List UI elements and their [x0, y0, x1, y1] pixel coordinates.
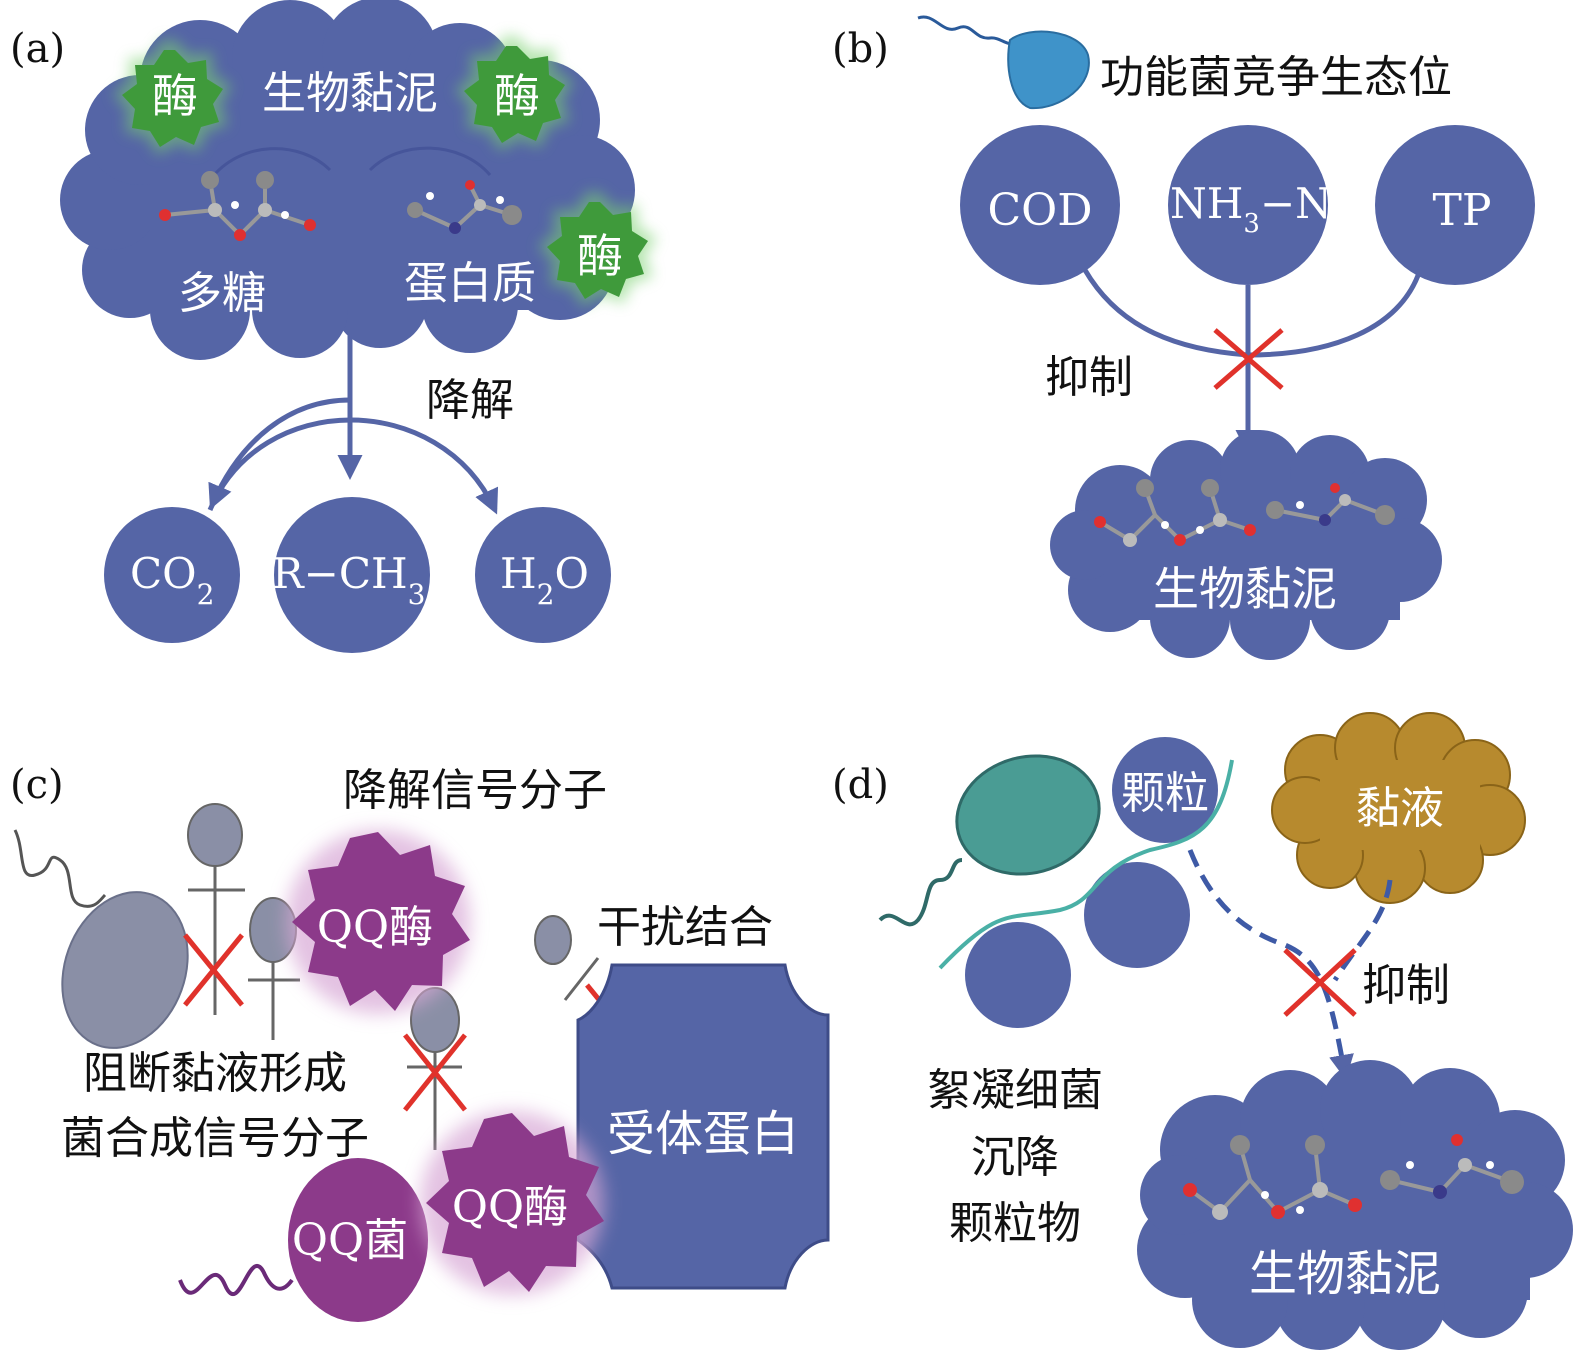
- protein-label: 蛋白质: [404, 258, 536, 309]
- enzyme-label-left: 酶: [152, 69, 198, 123]
- biofilm-label-b: 生物黏泥: [1153, 562, 1337, 616]
- mucus-label: 黏液: [1356, 783, 1444, 834]
- particle-top: 颗粒: [1112, 737, 1218, 843]
- floc-label-line2: 沉降: [971, 1132, 1059, 1183]
- mucus-cloud: [1271, 712, 1526, 904]
- block-label-line1: 阻断黏液形成: [83, 1048, 347, 1099]
- flocculating-bacterium-icon: [878, 754, 1101, 927]
- svg-text:H2O: H2O: [500, 549, 589, 611]
- floc-label-line3: 颗粒物: [949, 1198, 1081, 1249]
- degrade-arrow-right: [207, 417, 499, 515]
- polysaccharide-label: 多糖: [178, 268, 266, 319]
- signal-molecule-2: [248, 897, 300, 1040]
- signal-molecule-1: [187, 803, 245, 1015]
- cross-icon-c1: [183, 933, 244, 1007]
- panel-a-tag: (a): [10, 26, 65, 72]
- product-rch3: R−CH3: [272, 497, 430, 653]
- panel-d: (d) 颗粒 黏液 抑制 絮凝细菌 沉降 颗粒物: [832, 712, 1573, 1350]
- nutrient-cod: COD: [960, 125, 1120, 285]
- receptor-label: 受体蛋白: [607, 1106, 799, 1162]
- panel-b: (b) 功能菌竞争生态位 COD NH3−N TP 抑制: [832, 15, 1535, 660]
- biofilm-cloud-b: [1050, 430, 1442, 660]
- competition-label: 功能菌竞争生态位: [1100, 52, 1452, 103]
- product-h2o: H2O: [475, 507, 611, 643]
- enzyme-badge-lower: 酶: [538, 192, 657, 307]
- cloud-divider-a: [208, 146, 492, 181]
- svg-text:NH3−N: NH3−N: [1170, 179, 1332, 239]
- polysaccharide-molecule-icon: [159, 171, 316, 241]
- biofilm-label-d: 生物黏泥: [1249, 1246, 1441, 1302]
- particle-dashed-arrow: [1187, 849, 1354, 1080]
- functional-bacterium-icon: [917, 15, 1090, 110]
- nutrient-nh3n: NH3−N: [1168, 125, 1332, 285]
- qq-enzyme-upper: QQ酶: [286, 830, 470, 1014]
- qq-enzyme-lower: QQ酶: [420, 1111, 604, 1295]
- biofilm-label-a: 生物黏泥: [262, 68, 438, 119]
- svg-text:TP: TP: [1433, 185, 1492, 236]
- svg-text:COD: COD: [987, 185, 1092, 236]
- biofilm-molecule-b-icon: [1094, 479, 1395, 547]
- panel-d-tag: (d): [832, 762, 889, 808]
- enzyme-label-right: 酶: [494, 69, 540, 123]
- panel-c: (c) 降解信号分子: [10, 762, 830, 1322]
- particle-bottom: [965, 922, 1071, 1028]
- nutrient-tp: TP: [1375, 125, 1535, 285]
- svg-text:颗粒: 颗粒: [1121, 768, 1209, 819]
- svg-text:QQ菌: QQ菌: [292, 1215, 408, 1266]
- biofilm-molecule-d-icon: [1183, 1134, 1524, 1220]
- inhibit-label-b: 抑制: [1045, 352, 1133, 403]
- cross-icon-c2: [403, 1033, 467, 1112]
- svg-text:CO2: CO2: [130, 549, 214, 611]
- biofilm-cloud-a: [60, 0, 635, 360]
- inhibit-cross-b: [1213, 328, 1284, 390]
- floc-label-line1: 絮凝细菌: [927, 1065, 1103, 1116]
- enzyme-label-lower: 酶: [577, 229, 623, 283]
- degrade-signal-label: 降解信号分子: [343, 765, 607, 816]
- inhibit-label-d: 抑制: [1362, 960, 1450, 1011]
- svg-text:QQ酶: QQ酶: [317, 902, 433, 953]
- svg-text:QQ酶: QQ酶: [452, 1182, 568, 1233]
- svg-text:R−CH3: R−CH3: [272, 549, 425, 611]
- enzyme-badge-right: 酶: [455, 36, 574, 151]
- interfere-label: 干扰结合: [597, 902, 773, 953]
- mucus-dashed-line: [1332, 879, 1393, 982]
- slime-bacterium-icon: [13, 829, 189, 1049]
- inhibit-cross-d: [1283, 948, 1357, 1017]
- biofilm-cloud-d: [1137, 1060, 1573, 1350]
- particle-middle: [1084, 862, 1190, 968]
- protein-molecule-icon: [407, 180, 522, 234]
- panel-a: (a): [10, 0, 657, 653]
- floc-filament: [938, 759, 1234, 970]
- product-co2: CO2: [104, 507, 240, 643]
- qq-bacterium: QQ菌: [178, 1158, 428, 1322]
- panel-b-tag: (b): [832, 26, 889, 72]
- degrade-label: 降解: [426, 375, 514, 426]
- receptor-protein: 受体蛋白: [576, 963, 830, 1290]
- block-label-line2: 菌合成信号分子: [61, 1113, 369, 1164]
- signal-molecule-3: [407, 987, 462, 1150]
- enzyme-badge-left: 酶: [113, 40, 232, 155]
- signal-molecule-4: [534, 915, 600, 1001]
- degrade-arrow-left: [208, 397, 351, 510]
- panel-c-tag: (c): [10, 762, 64, 808]
